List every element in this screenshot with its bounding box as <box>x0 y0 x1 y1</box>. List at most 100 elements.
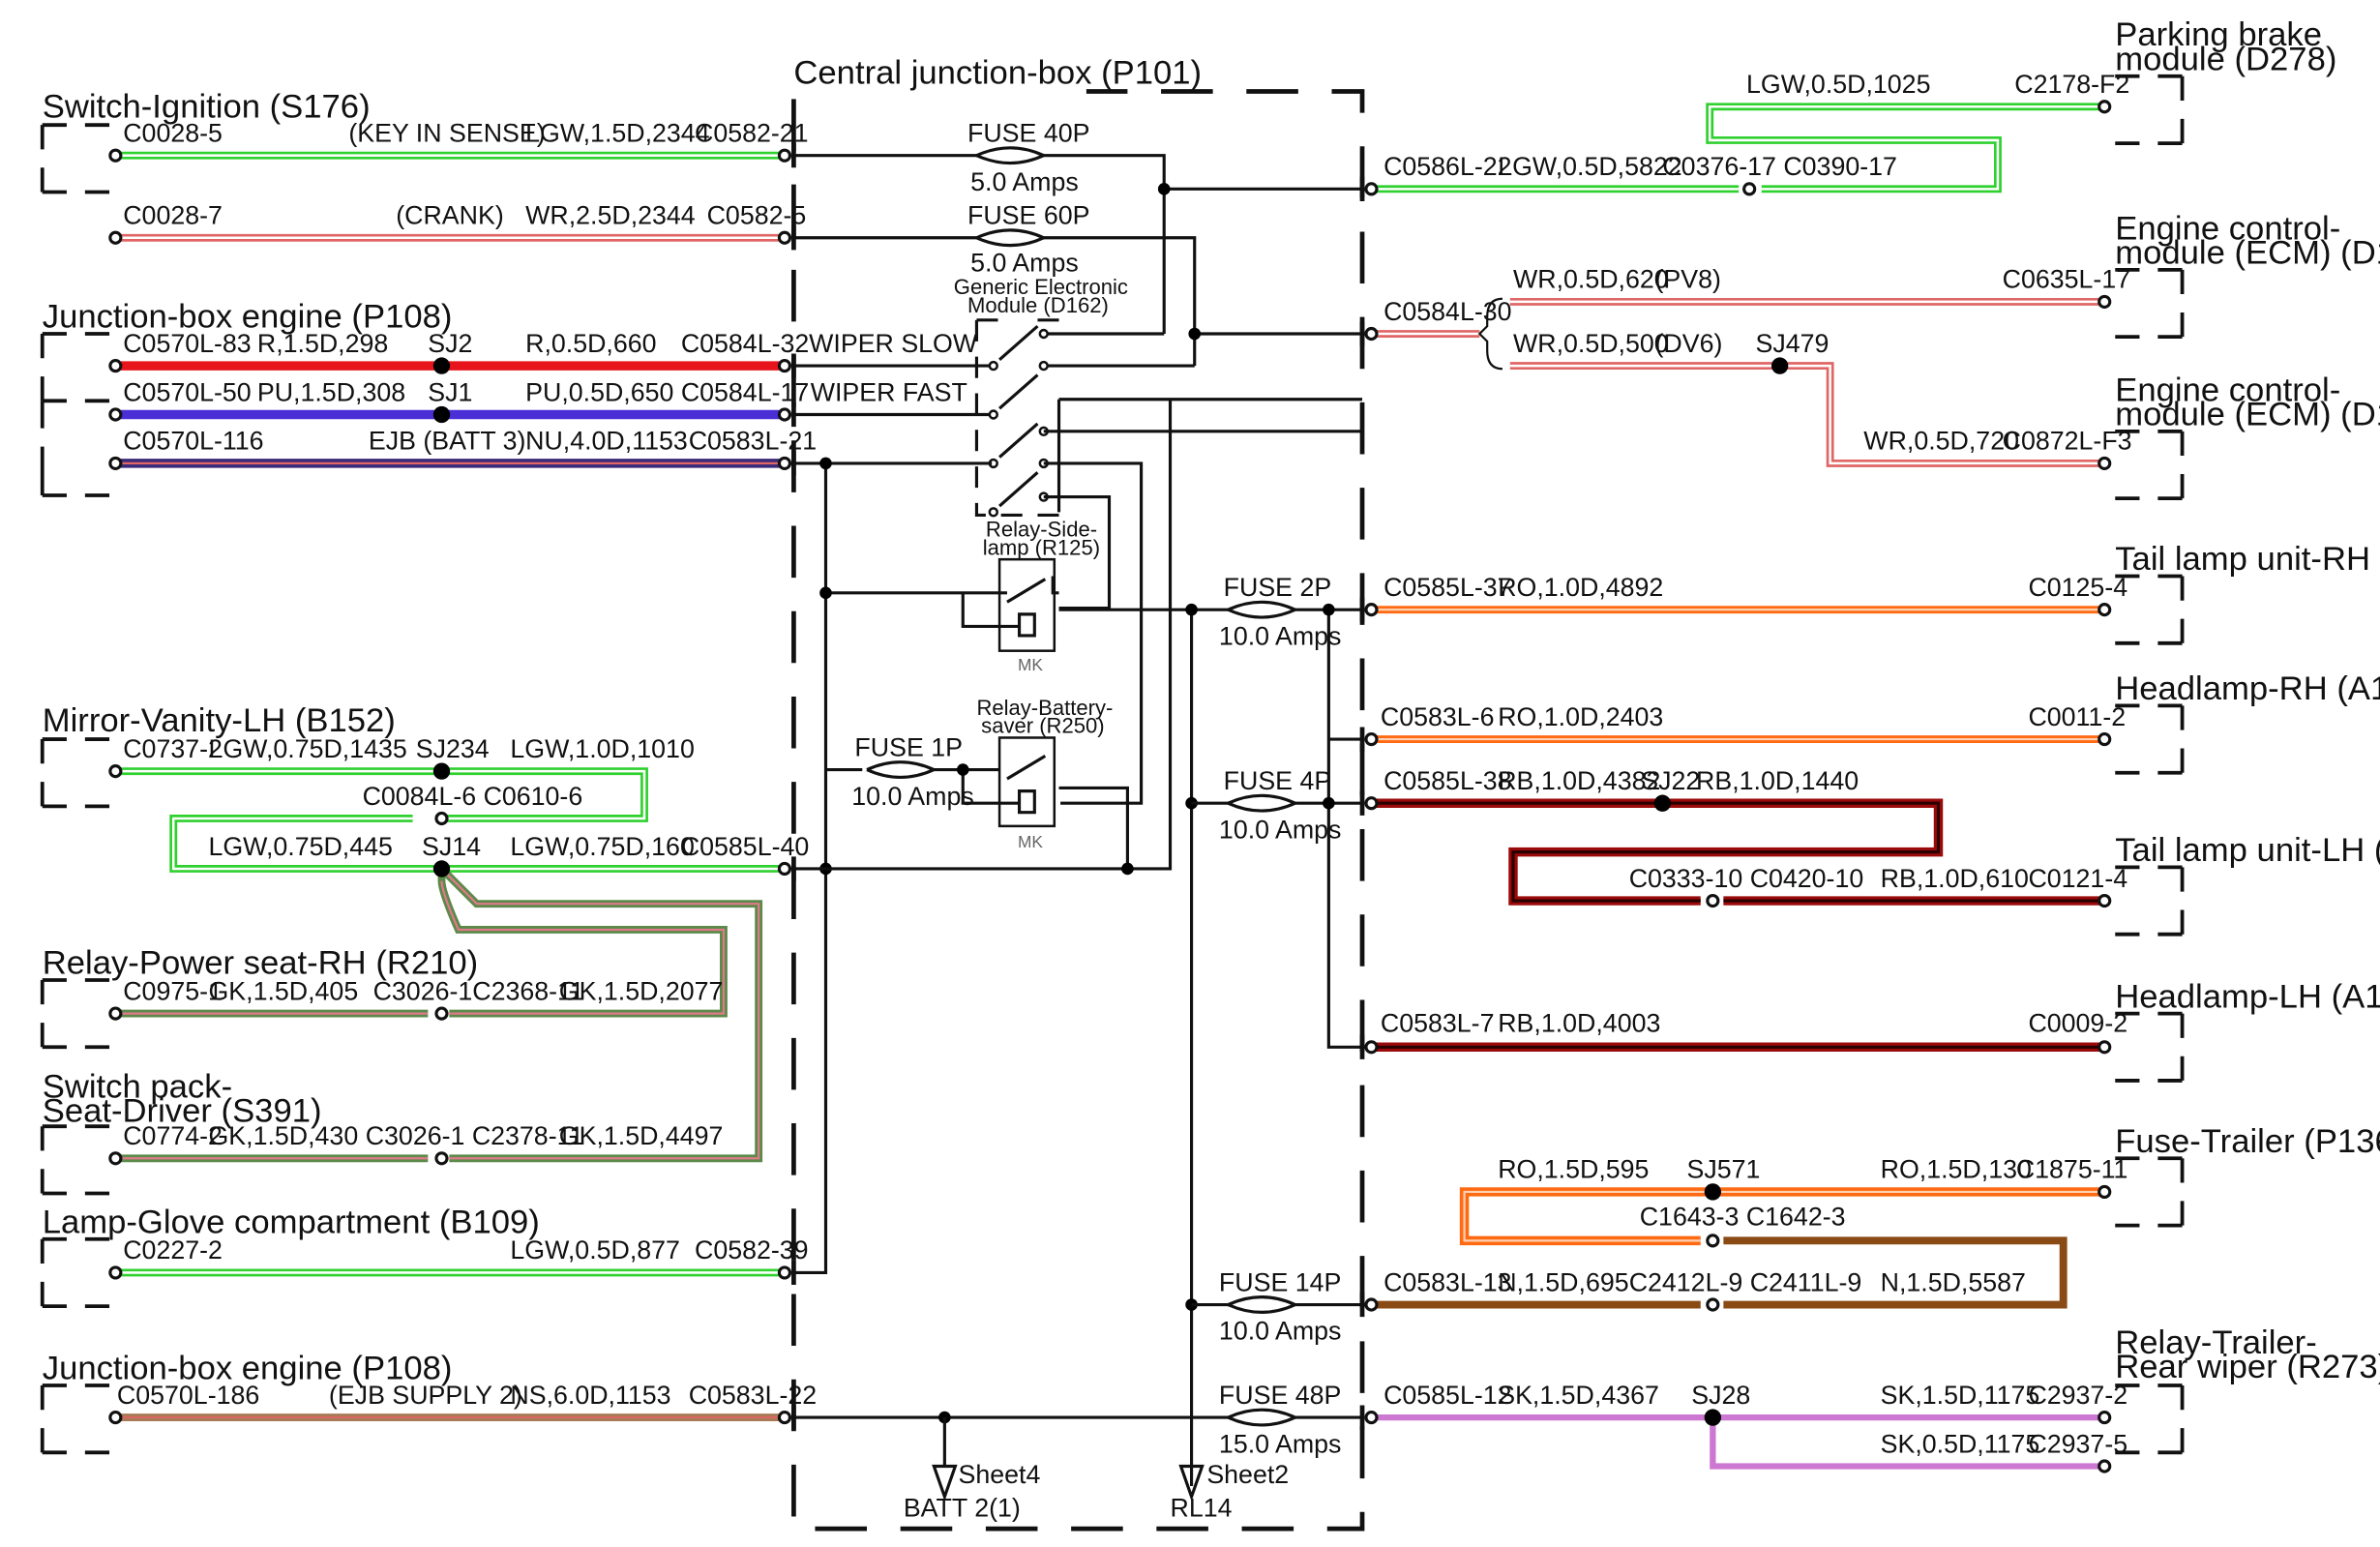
fuse-amps: 10.0 Amps <box>1219 815 1341 844</box>
wire-label: LGW,0.5D,5822 <box>1498 152 1681 181</box>
wire-label: GK,1.5D,430 <box>208 1121 358 1150</box>
pin-c0570l-116: C0570L-116 <box>123 427 263 456</box>
connector-c0585l-12: C0585L-12 <box>1383 1381 1511 1410</box>
connector-c0583l-7: C0583L-7 <box>1381 1009 1495 1038</box>
pin-c0570l-50: C0570L-50 <box>123 377 251 406</box>
connector-c0584l-30: C0584L-30 <box>1383 297 1511 326</box>
pin-c0635l-17: C0635L-17 <box>2003 265 2130 294</box>
parking-brake-group: Parking brake module (D278) LGW,0.5D,102… <box>1371 16 2336 193</box>
right-terminals <box>1364 100 2112 1473</box>
relay-title: Relay-Side- <box>986 518 1097 542</box>
switch-pack-title: Switch pack- <box>43 1068 232 1105</box>
connector-c0584l-17: C0584L-17 <box>681 377 809 406</box>
relay-power-seat-title: Relay-Power seat-RH (R210) <box>43 945 478 982</box>
splice-sj2: SJ2 <box>428 329 472 358</box>
wire-label: LGW,0.75D,1435 <box>208 734 406 763</box>
junction-box-engine-2-group: Junction-box engine (P108) C0570L-186 (E… <box>40 1351 817 1455</box>
wire-label: RO,1.5D,130 <box>1881 1155 2032 1184</box>
fuse-trailer-group: Fuse-Trailer (P136) RO,1.5D,595 SJ571 RO… <box>1371 1123 2380 1309</box>
connector-c0585l-37: C0585L-37 <box>1383 573 1511 602</box>
relay-title-2: lamp (R125) <box>983 535 1100 559</box>
relay-side-lamp: Relay-Side- lamp (R125) MK <box>961 518 1363 674</box>
fuse-amps: 10.0 Amps <box>1219 1317 1341 1346</box>
wiper-fast-label: WIPER FAST <box>811 377 967 406</box>
note-ejb-supply2: (EJB SUPPLY 2) <box>329 1381 522 1410</box>
wire-label: LGW,1.5D,2344 <box>525 119 710 148</box>
fuse-amps: 5.0 Amps <box>970 167 1079 196</box>
inline-connector: C0084L-6 C0610-6 <box>363 782 583 811</box>
pin-c0125-4: C0125-4 <box>2028 573 2127 602</box>
splice-sj1: SJ1 <box>428 377 472 406</box>
relay-trailer-group: Relay-Trailer- Rear wiper (R273) SK,1.5D… <box>1371 1324 2380 1470</box>
ecm-title: Engine control- <box>2115 372 2340 408</box>
connector-c0584l-32: C0584L-32 <box>681 329 809 358</box>
relay-trailer-title: Relay-Trailer- <box>2115 1324 2317 1361</box>
ecm-title-2: module (ECM) (D131) <box>2115 397 2380 433</box>
wire-label: NS,6.0D,1153 <box>510 1381 670 1410</box>
wire-label: RB,1.0D,1440 <box>1696 766 1859 795</box>
generic-electronic-module: Generic Electronic Module (D162) WIPER S… <box>793 275 1363 518</box>
wire-label: R,1.5D,298 <box>257 329 388 358</box>
fuse-4p: FUSE 4P 10.0 Amps <box>1219 766 1341 844</box>
wire-label: WR,0.5D,720 <box>1863 427 2019 456</box>
seat-wiring-group: Relay-Power seat-RH (R210) C0975-1 GK,1.… <box>40 860 763 1196</box>
wire-label: GK,1.5D,4497 <box>559 1121 724 1150</box>
pin-c0872l-f3: C0872L-F3 <box>2003 427 2132 456</box>
wire-label: RO,1.0D,4892 <box>1498 573 1663 602</box>
wiper-slow-label: WIPER SLOW <box>809 329 978 358</box>
note-dv6: (DV6) <box>1654 329 1722 358</box>
connector-c0583l-21: C0583L-21 <box>689 427 817 456</box>
fuse-label: FUSE 14P <box>1219 1267 1341 1296</box>
fuse-amps: 10.0 Amps <box>1219 621 1341 650</box>
pin-c0011-2: C0011-2 <box>2028 702 2126 731</box>
wire-label: GK,1.5D,405 <box>208 976 358 1005</box>
fuse-label: FUSE 40P <box>967 119 1089 148</box>
inline-connector: C2412L-9 C2411L-9 <box>1629 1267 1862 1296</box>
connector-c0583l-13: C0583L-13 <box>1383 1267 1511 1296</box>
inline-connector: C3026-1C2368-11 <box>373 976 584 1005</box>
pin-c0009-2: C0009-2 <box>2028 1009 2127 1038</box>
fuse-label: FUSE 1P <box>854 732 963 761</box>
splice-sj479: SJ479 <box>1755 329 1829 358</box>
pin-c0227-2: C0227-2 <box>123 1235 223 1264</box>
connector-c0583l-22: C0583L-22 <box>689 1381 817 1410</box>
sheet4-label: Sheet4 <box>959 1460 1041 1489</box>
pin-c1875-11: C1875-11 <box>2016 1155 2128 1184</box>
wire-label: RB,1.0D,4003 <box>1498 1009 1660 1038</box>
wire-label: LGW,0.75D,445 <box>208 832 392 861</box>
fuse-amps: 5.0 Amps <box>970 248 1079 277</box>
relay-title: Relay-Battery- <box>976 696 1113 720</box>
mirror-vanity-title: Mirror-Vanity-LH (B152) <box>43 702 396 739</box>
connector-c0582-5: C0582-5 <box>707 201 807 230</box>
ecm-group: Engine control- module (ECM) (D131) WR,0… <box>1371 210 2380 501</box>
pin-c2937-5: C2937-5 <box>2028 1429 2127 1458</box>
wire-label: LGW,0.5D,877 <box>510 1235 680 1264</box>
pin-c0570l-83: C0570L-83 <box>123 329 251 358</box>
relay-trailer-title-2: Rear wiper (R273) <box>2115 1349 2380 1385</box>
relay-mark: MK <box>1018 655 1043 674</box>
fuse-2p: FUSE 2P 10.0 Amps <box>1219 573 1341 650</box>
wire-label: PU,1.5D,308 <box>257 377 405 406</box>
note-pv8: (PV8) <box>1654 265 1720 294</box>
lamp-glove-group: Lamp-Glove compartment (B109) C0227-2 LG… <box>40 1204 809 1308</box>
pin-c0028-7: C0028-7 <box>123 201 223 230</box>
connector-c0586l-22: C0586L-22 <box>1383 152 1511 181</box>
tail-lamp-rh-group: Tail lamp unit-RH (A140) RO,1.0D,4892 C0… <box>1371 541 2380 645</box>
tail-lamp-lh-title: Tail lamp unit-LH (A139) <box>2115 832 2380 869</box>
wire-label: LGW,0.5D,1025 <box>1746 70 1930 99</box>
fuse-amps: 15.0 Amps <box>1219 1429 1341 1458</box>
connector-c0582-39: C0582-39 <box>695 1235 809 1264</box>
splice-sj571: SJ571 <box>1687 1155 1761 1184</box>
parking-brake-title: Parking brake <box>2115 16 2322 53</box>
inline-connector: C0376-17 C0390-17 <box>1662 152 1897 181</box>
pin-c0975-1: C0975-1 <box>123 976 223 1005</box>
wire-label: WR,0.5D,620 <box>1513 265 1669 294</box>
lamp-glove-title: Lamp-Glove compartment (B109) <box>43 1204 540 1240</box>
batt-label: BATT 2(1) <box>904 1493 1021 1522</box>
inline-connector: C3026-1 C2378-11 <box>366 1121 584 1150</box>
note-key-in-sense: (KEY IN SENSE) <box>348 119 545 148</box>
module-title-2: Module (D162) <box>967 293 1109 317</box>
ecm-title: Engine control- <box>2115 210 2340 247</box>
junction-box-engine-2-title: Junction-box engine (P108) <box>43 1351 453 1387</box>
